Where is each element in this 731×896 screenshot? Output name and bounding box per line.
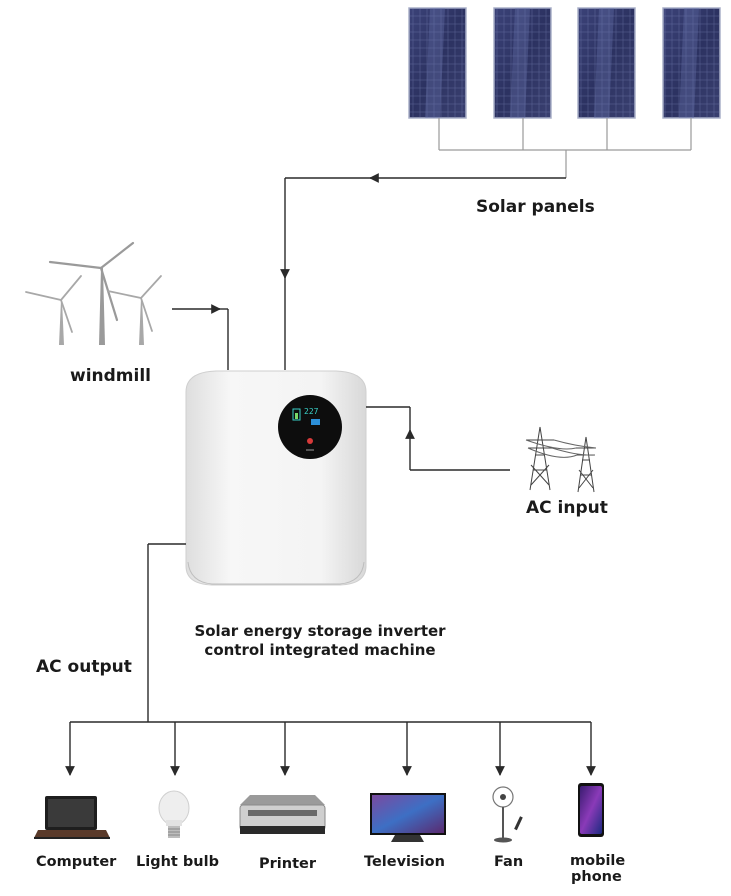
- ac-input-line: [366, 406, 510, 471]
- device-label-mobile-line1: mobile: [570, 853, 626, 869]
- solar-bus-lines: [438, 118, 692, 178]
- solar-panels-group: [408, 7, 721, 178]
- ac-input-label: AC input: [526, 498, 608, 518]
- solar-to-inverter-line: [280, 173, 566, 370]
- fan-icon: [492, 786, 523, 843]
- machine-label-line1: Solar energy storage inverter: [194, 622, 446, 640]
- light-bulb-icon: [158, 790, 190, 838]
- device-label-printer: Printer: [259, 856, 316, 872]
- laptop-icon: [34, 796, 110, 839]
- display-reading: 227: [304, 407, 319, 416]
- ac-output-label: AC output: [36, 657, 132, 677]
- windmill-label: windmill: [70, 366, 151, 386]
- transmission-tower-icon: [525, 426, 597, 493]
- machine-label-line2: control integrated machine: [204, 641, 436, 659]
- device-label-mobile-line2: phone: [571, 869, 622, 885]
- inverter-display-screen: 227: [278, 395, 342, 459]
- device-label-light-bulb: Light bulb: [136, 854, 219, 870]
- device-label-television: Television: [364, 854, 445, 870]
- printer-icon: [239, 795, 326, 834]
- ac-output-line: [65, 543, 596, 776]
- device-label-computer: Computer: [36, 854, 117, 870]
- device-label-fan: Fan: [494, 854, 524, 870]
- windmill-to-inverter-line: [172, 304, 229, 370]
- inverter-machine: 227: [185, 370, 367, 586]
- television-icon: [370, 793, 446, 842]
- mobile-phone-icon: [578, 783, 604, 837]
- solar-panel-icon: [493, 7, 552, 119]
- windmill-icon: [25, 241, 162, 345]
- solar-panel-icon: [577, 7, 636, 119]
- solar-panel-icon: [662, 7, 721, 119]
- solar-panels-label: Solar panels: [476, 197, 595, 217]
- solar-panel-icon: [408, 7, 467, 119]
